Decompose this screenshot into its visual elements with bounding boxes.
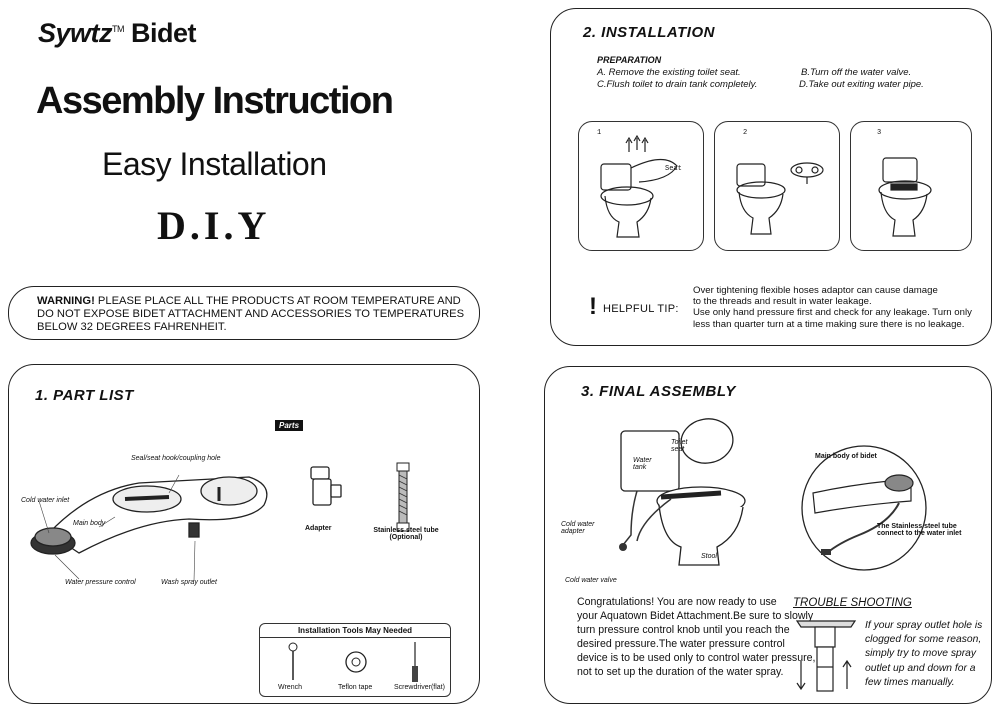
label-water-tank: Water tank bbox=[633, 457, 652, 471]
part-list-panel: 1. PART LIST Parts Seal/seat hook/coupli… bbox=[8, 364, 480, 704]
tool-wrench-label: Wrench bbox=[278, 684, 302, 691]
label-cold-inlet: Cold water inlet bbox=[21, 497, 70, 504]
brand-product: Bidet bbox=[131, 18, 197, 48]
teflon-tape-icon bbox=[345, 651, 367, 673]
helpful-tip-text: Over tightening flexible hoses adaptor c… bbox=[693, 285, 972, 330]
label-tube-connect-1: The Stainless steel tube bbox=[877, 523, 957, 530]
trouble-line-1: If your spray outlet hole is bbox=[865, 620, 983, 631]
step-number-3: 3 bbox=[877, 129, 882, 137]
label-adapter-1: Cold water bbox=[561, 521, 595, 528]
tip-line-1: Over tightening flexible hoses adaptor c… bbox=[693, 285, 938, 296]
congrats-line-4: desired pressure.The water pressure cont… bbox=[577, 638, 785, 650]
label-tube-line-1: Stainless steel tube bbox=[373, 527, 439, 534]
installation-title: 2. INSTALLATION bbox=[583, 24, 715, 41]
warning-box: WARNING! PLEASE PLACE ALL THE PRODUCTS A… bbox=[8, 286, 480, 340]
helpful-tip-label: HELPFUL TIP: bbox=[603, 303, 679, 315]
label-water-tank-1: Water bbox=[633, 457, 652, 464]
label-cold-water-valve: Cold water valve bbox=[565, 577, 617, 584]
prep-step-a: A. Remove the existing toilet seat. bbox=[597, 67, 741, 78]
label-cold-water-adapter: Cold water adapter bbox=[561, 521, 594, 535]
adapter-icon bbox=[310, 466, 342, 506]
label-spray-outlet: Wash spray outlet bbox=[161, 579, 217, 586]
brand-logo: SywtzTM Bidet bbox=[38, 18, 197, 49]
brand-name: Sywtz bbox=[38, 18, 113, 48]
congrats-line-1: Congratulations! You are now ready to us… bbox=[577, 596, 777, 608]
final-assembly-title: 3. FINAL ASSEMBLY bbox=[581, 383, 736, 400]
congrats-line-6: not to set up the duration of the water … bbox=[577, 666, 784, 678]
label-toilet-seat-1: Toilet bbox=[671, 439, 688, 446]
screwdriver-icon bbox=[412, 642, 418, 682]
warning-label: WARNING! bbox=[37, 295, 95, 307]
main-body-closeup-icon bbox=[801, 445, 927, 571]
trouble-line-4: outlet up and down for a bbox=[865, 662, 976, 674]
wrench-icon bbox=[288, 642, 298, 680]
label-stainless-tube: Stainless steel tube (Optional) bbox=[365, 527, 447, 541]
tip-line-2: to the threads and result in water leaka… bbox=[693, 296, 872, 308]
final-assembly-panel: 3. FINAL ASSEMBLY Water tank Toilet seat… bbox=[544, 366, 992, 704]
congrats-line-3: turn pressure control knob until you rea… bbox=[577, 624, 790, 636]
label-tube-connect-2: connect to the water inlet bbox=[877, 530, 962, 537]
trouble-line-5: few times manually. bbox=[865, 676, 955, 688]
bidet-main-body-icon bbox=[30, 474, 268, 581]
label-toilet-seat-2: seat bbox=[671, 446, 685, 453]
toilet-assembly-icon bbox=[619, 418, 746, 566]
label-adapter-2: adapter bbox=[561, 528, 585, 535]
page-title: Assembly Instruction bbox=[36, 80, 394, 122]
warning-text: WARNING! PLEASE PLACE ALL THE PRODUCTS A… bbox=[37, 295, 477, 334]
seat-label: Seat bbox=[665, 165, 682, 173]
trouble-shooting-text: If your spray outlet hole is clogged for… bbox=[865, 619, 982, 690]
label-water-tank-2: tank bbox=[633, 464, 647, 471]
warning-body: PLEASE PLACE ALL THE PRODUCTS AT ROOM TE… bbox=[37, 295, 465, 333]
install-image-3: 3 bbox=[850, 121, 972, 251]
label-main-body: Main body bbox=[73, 520, 106, 527]
trademark-mark: TM bbox=[112, 24, 125, 34]
label-seat-hook: Seal/seat hook/coupling hole bbox=[131, 455, 221, 462]
step-number-2: 2 bbox=[743, 129, 748, 137]
step-number-1: 1 bbox=[597, 129, 602, 137]
install-image-2: 2 bbox=[714, 121, 840, 251]
tip-line-3: Use only hand pressure first and check f… bbox=[693, 307, 972, 319]
label-stainless-tube-connect: The Stainless steel tube connect to the … bbox=[877, 523, 961, 537]
prep-step-d: D.Take out exiting water pipe. bbox=[799, 79, 924, 90]
label-pressure-control: Water pressure control bbox=[65, 579, 136, 586]
label-stool: Stool bbox=[701, 553, 717, 560]
parts-badge: Parts bbox=[275, 420, 304, 431]
label-main-body-of-bidet: Main body of bidet bbox=[815, 453, 877, 460]
preparation-title: PREPARATION bbox=[597, 55, 662, 65]
tool-teflon-label: Teflon tape bbox=[338, 684, 373, 691]
stainless-tube-icon bbox=[396, 462, 410, 532]
congrats-line-2: your Aquatown Bidet Attachment.Be sure t… bbox=[577, 610, 814, 622]
bidet-placement-icon bbox=[736, 162, 824, 235]
diy-heading: D.I.Y bbox=[157, 203, 271, 248]
spray-outlet-icon bbox=[795, 620, 857, 692]
bidet-installed-icon bbox=[878, 157, 932, 237]
label-adapter: Adapter bbox=[305, 525, 332, 532]
prep-step-c: C.Flush toilet to drain tank completely. bbox=[597, 79, 758, 90]
tool-screwdriver-label: Screwdriver(flat) bbox=[394, 684, 445, 691]
tip-line-4: less than quarter turn at a time making … bbox=[693, 318, 965, 330]
congratulations-text: Congratulations! You are now ready to us… bbox=[577, 595, 815, 679]
tools-box: Installation Tools May Needed Wrench Tef… bbox=[259, 623, 451, 697]
trouble-line-3: simply try to move spray bbox=[865, 648, 977, 660]
prep-step-b: B.Turn off the water valve. bbox=[801, 67, 912, 78]
tools-title: Installation Tools May Needed bbox=[260, 626, 450, 638]
part-list-title: 1. PART LIST bbox=[35, 387, 134, 404]
trouble-shooting-title: TROUBLE SHOOTING bbox=[793, 597, 912, 609]
label-tube-line-2: (Optional) bbox=[389, 534, 423, 541]
trouble-line-2: clogged for some reason, bbox=[865, 634, 982, 646]
page-subtitle: Easy Installation bbox=[102, 146, 327, 182]
install-image-1: 1 Seat bbox=[578, 121, 704, 251]
label-toilet-seat: Toilet seat bbox=[671, 439, 687, 453]
congrats-line-5: device is to be used only to control wat… bbox=[577, 652, 816, 664]
exclamation-icon: ! bbox=[589, 293, 597, 320]
installation-panel: 2. INSTALLATION PREPARATION A. Remove th… bbox=[550, 8, 992, 346]
toilet-seat-removal-icon bbox=[600, 134, 678, 238]
